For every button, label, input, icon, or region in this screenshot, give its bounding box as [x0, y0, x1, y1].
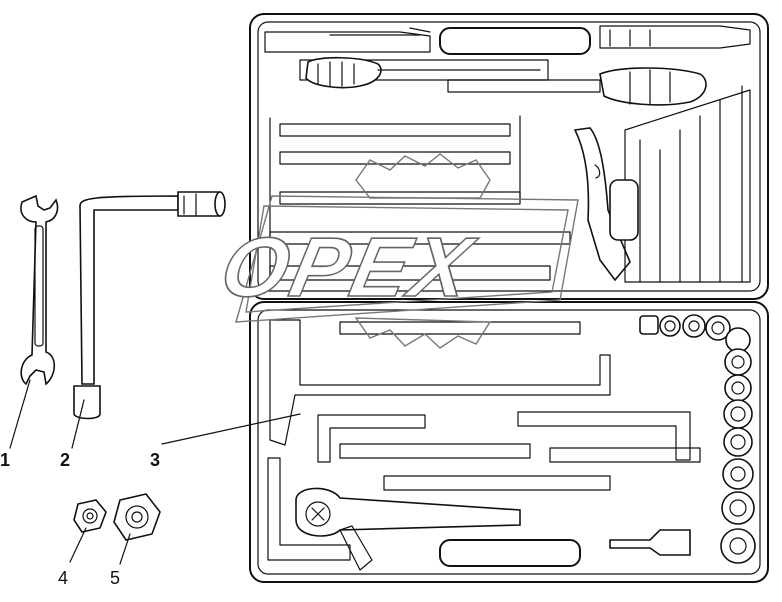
tool-case-base: [249, 301, 769, 583]
callout-4: 4: [58, 568, 68, 588]
callout-1: 1: [0, 450, 10, 470]
tool-case-lid: [249, 13, 769, 300]
small-nut: [73, 499, 107, 533]
leader-lines: [9, 379, 301, 565]
opex-watermark: OPEX: [212, 153, 579, 349]
watermark-text: OPEX: [213, 220, 483, 314]
large-nut: [113, 493, 161, 541]
callout-5: 5: [110, 568, 120, 588]
l-socket-wrench: [73, 191, 226, 420]
callout-2: 2: [60, 450, 70, 470]
open-end-wrench: [20, 194, 59, 386]
callout-3: 3: [150, 450, 160, 470]
